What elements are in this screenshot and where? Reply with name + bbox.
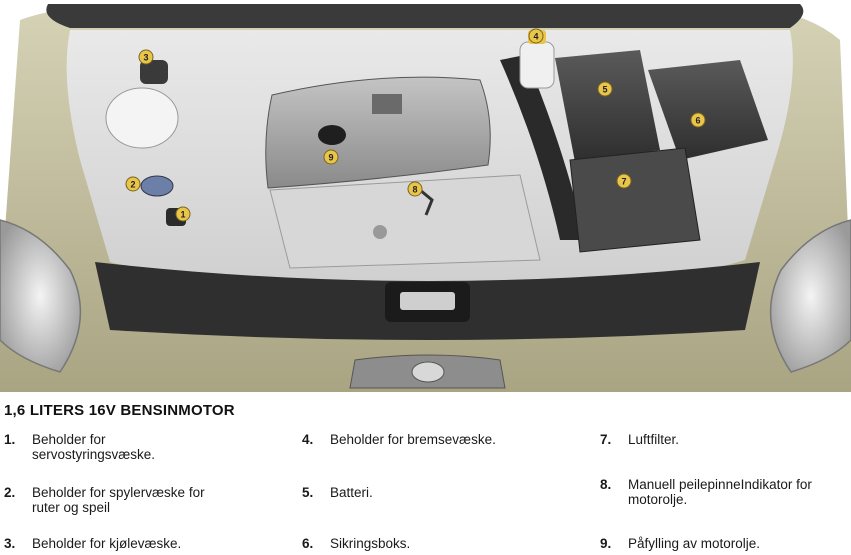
legend-text: Luftfilter. xyxy=(628,432,680,447)
engine-cover xyxy=(265,76,491,189)
left-headlight xyxy=(0,219,82,373)
callout-3: 3 xyxy=(138,49,154,65)
hood-underside xyxy=(46,4,804,28)
right-headlight xyxy=(769,219,851,373)
svg-text:1: 1 xyxy=(180,210,185,220)
legend-text: Beholder for bremsevæske. xyxy=(330,432,496,447)
oil-filler-cap xyxy=(318,125,346,145)
legend-number: 3. xyxy=(4,536,16,551)
brake-fluid-reservoir xyxy=(519,41,555,89)
legend-number: 4. xyxy=(302,432,314,447)
callout-2: 2 xyxy=(125,176,141,192)
engine-bay-illustration: 1 2 3 4 5 6 7 8 9 xyxy=(0,4,851,392)
svg-text:7: 7 xyxy=(621,177,626,187)
callout-9: 9 xyxy=(323,149,339,165)
legend-item-6: 6. Sikringsboks. xyxy=(302,536,582,554)
legend-text: Batteri. xyxy=(330,485,373,500)
callout-8: 8 xyxy=(407,181,423,197)
svg-text:9: 9 xyxy=(328,153,333,163)
air-intake-hose xyxy=(500,55,585,240)
air-filter xyxy=(569,147,701,253)
engine-cover-badge xyxy=(372,94,402,114)
callout-6: 6 xyxy=(690,112,706,128)
legend-item-3: 3. Beholder for kjølevæske. xyxy=(4,536,264,554)
svg-text:6: 6 xyxy=(695,116,700,126)
legend-text: Beholder for servostyringsvæske. xyxy=(32,432,156,462)
dipstick xyxy=(419,188,434,216)
battery xyxy=(555,50,660,162)
legend-item-7: 7. Luftfilter. xyxy=(600,432,848,450)
legend-number: 7. xyxy=(600,432,612,447)
legend-text: Påfylling av motorolje. xyxy=(628,536,761,551)
callout-5: 5 xyxy=(597,81,613,97)
section-heading: 1,6 LITERS 16V BENSINMOTOR xyxy=(4,402,235,419)
svg-text:3: 3 xyxy=(143,53,148,63)
svg-text:2: 2 xyxy=(130,180,135,190)
legend-number: 9. xyxy=(600,536,612,551)
legend-number: 5. xyxy=(302,485,314,500)
legend-item-9: 9. Påfylling av motorolje. xyxy=(600,536,848,554)
legend-item-2: 2. Beholder for spylervæske for ruter og… xyxy=(4,485,264,521)
coolant-reservoir xyxy=(105,87,179,149)
legend-text: Beholder for spylervæske for ruter og sp… xyxy=(32,485,205,515)
svg-text:4: 4 xyxy=(533,32,538,42)
svg-text:8: 8 xyxy=(412,185,417,195)
legend-item-5: 5. Batteri. xyxy=(302,485,582,503)
callout-7: 7 xyxy=(616,173,632,189)
legend-text: Manuell peilepinneIndikator for motorolj… xyxy=(628,477,812,507)
legend-text: Sikringsboks. xyxy=(330,536,411,551)
servo-reservoir-cap xyxy=(140,60,168,84)
legend-item-8: 8. Manuell peilepinneIndikator for motor… xyxy=(600,477,848,513)
legend-text: Beholder for kjølevæske. xyxy=(32,536,182,551)
washer-reservoir-cap xyxy=(140,175,174,197)
svg-text:5: 5 xyxy=(602,85,607,95)
legend-number: 1. xyxy=(4,432,16,447)
legend-item-4: 4. Beholder for bremsevæske. xyxy=(302,432,582,450)
legend-number: 8. xyxy=(600,477,612,492)
legend-number: 2. xyxy=(4,485,16,500)
fuse-box xyxy=(648,60,768,160)
callout-1: 1 xyxy=(175,206,191,222)
legend-number: 6. xyxy=(302,536,314,551)
callout-4: 4 xyxy=(528,28,544,44)
legend-item-1: 1. Beholder for servostyringsvæske. xyxy=(4,432,264,468)
